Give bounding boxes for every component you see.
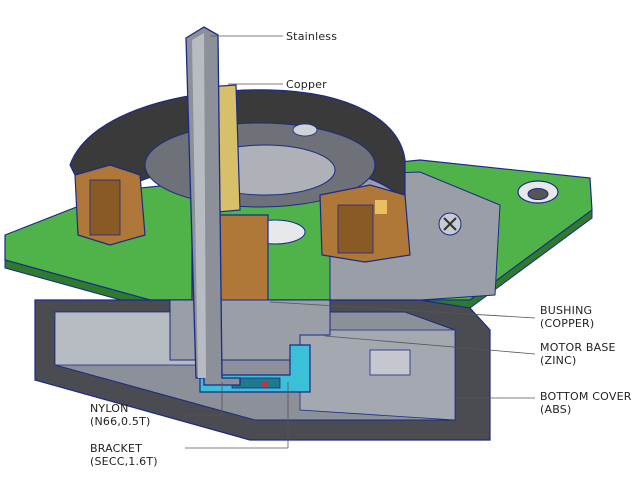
label-bracket: BRACKET [90, 442, 142, 455]
label-motor-base: MOTOR BASE [540, 341, 616, 354]
label-copper: Copper [286, 78, 327, 91]
bottom-cover [34, 299, 491, 441]
coil-right [319, 184, 411, 263]
label-bushing-material: (COPPER) [540, 317, 594, 330]
coil-left [74, 164, 146, 246]
stainless-shaft [185, 26, 241, 386]
label-bracket-material: (SECC,1.6T) [90, 455, 158, 468]
label-nylon: NYLON [90, 402, 129, 415]
label-stainless: Stainless [286, 30, 337, 43]
label-motor-base-material: (ZINC) [540, 354, 576, 367]
leader-lines [185, 35, 536, 449]
label-nylon-material: (N66,0.5T) [90, 415, 151, 428]
label-bushing: BUSHING [540, 304, 592, 317]
labels: Stainless Copper BUSHING (COPPER) MOTOR … [90, 30, 632, 468]
label-bottom-cover-material: (ABS) [540, 403, 571, 416]
label-bottom-cover: BOTTOM COVER [540, 390, 632, 403]
